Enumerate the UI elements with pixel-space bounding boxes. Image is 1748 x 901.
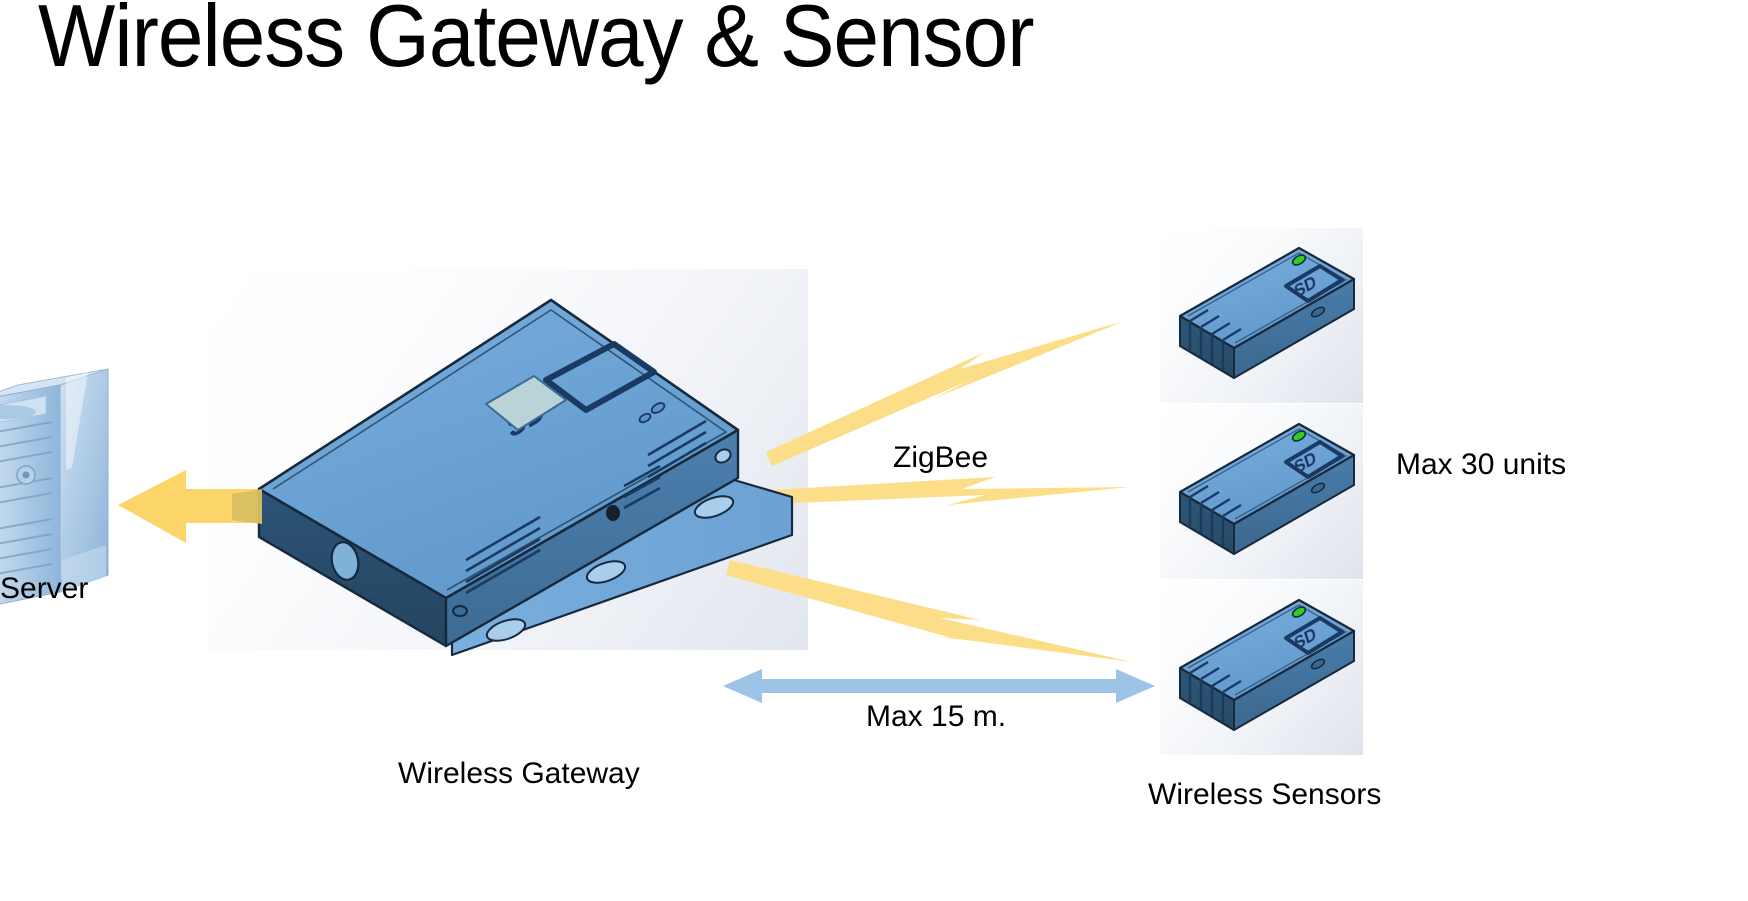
distance-dimension-arrow: [723, 669, 1155, 703]
page-title: Wireless Gateway & Sensor: [38, 0, 1034, 85]
label-wireless-sensors: Wireless Sensors: [1148, 778, 1382, 811]
label-server: Server: [0, 572, 89, 605]
zigbee-signal-2: [770, 477, 1130, 505]
label-wireless-gateway: Wireless Gateway: [398, 757, 640, 790]
label-max-units: Max 30 units: [1396, 448, 1567, 481]
label-max-distance: Max 15 m.: [866, 700, 1007, 733]
gateway-backdrop-panel: [208, 269, 808, 650]
label-zigbee: ZigBee: [893, 441, 989, 474]
sensor-backdrop-panel-1: [1160, 228, 1363, 403]
sensor-backdrop-panel-3: [1160, 580, 1363, 755]
sensor-backdrop-panel-2: [1160, 404, 1363, 579]
